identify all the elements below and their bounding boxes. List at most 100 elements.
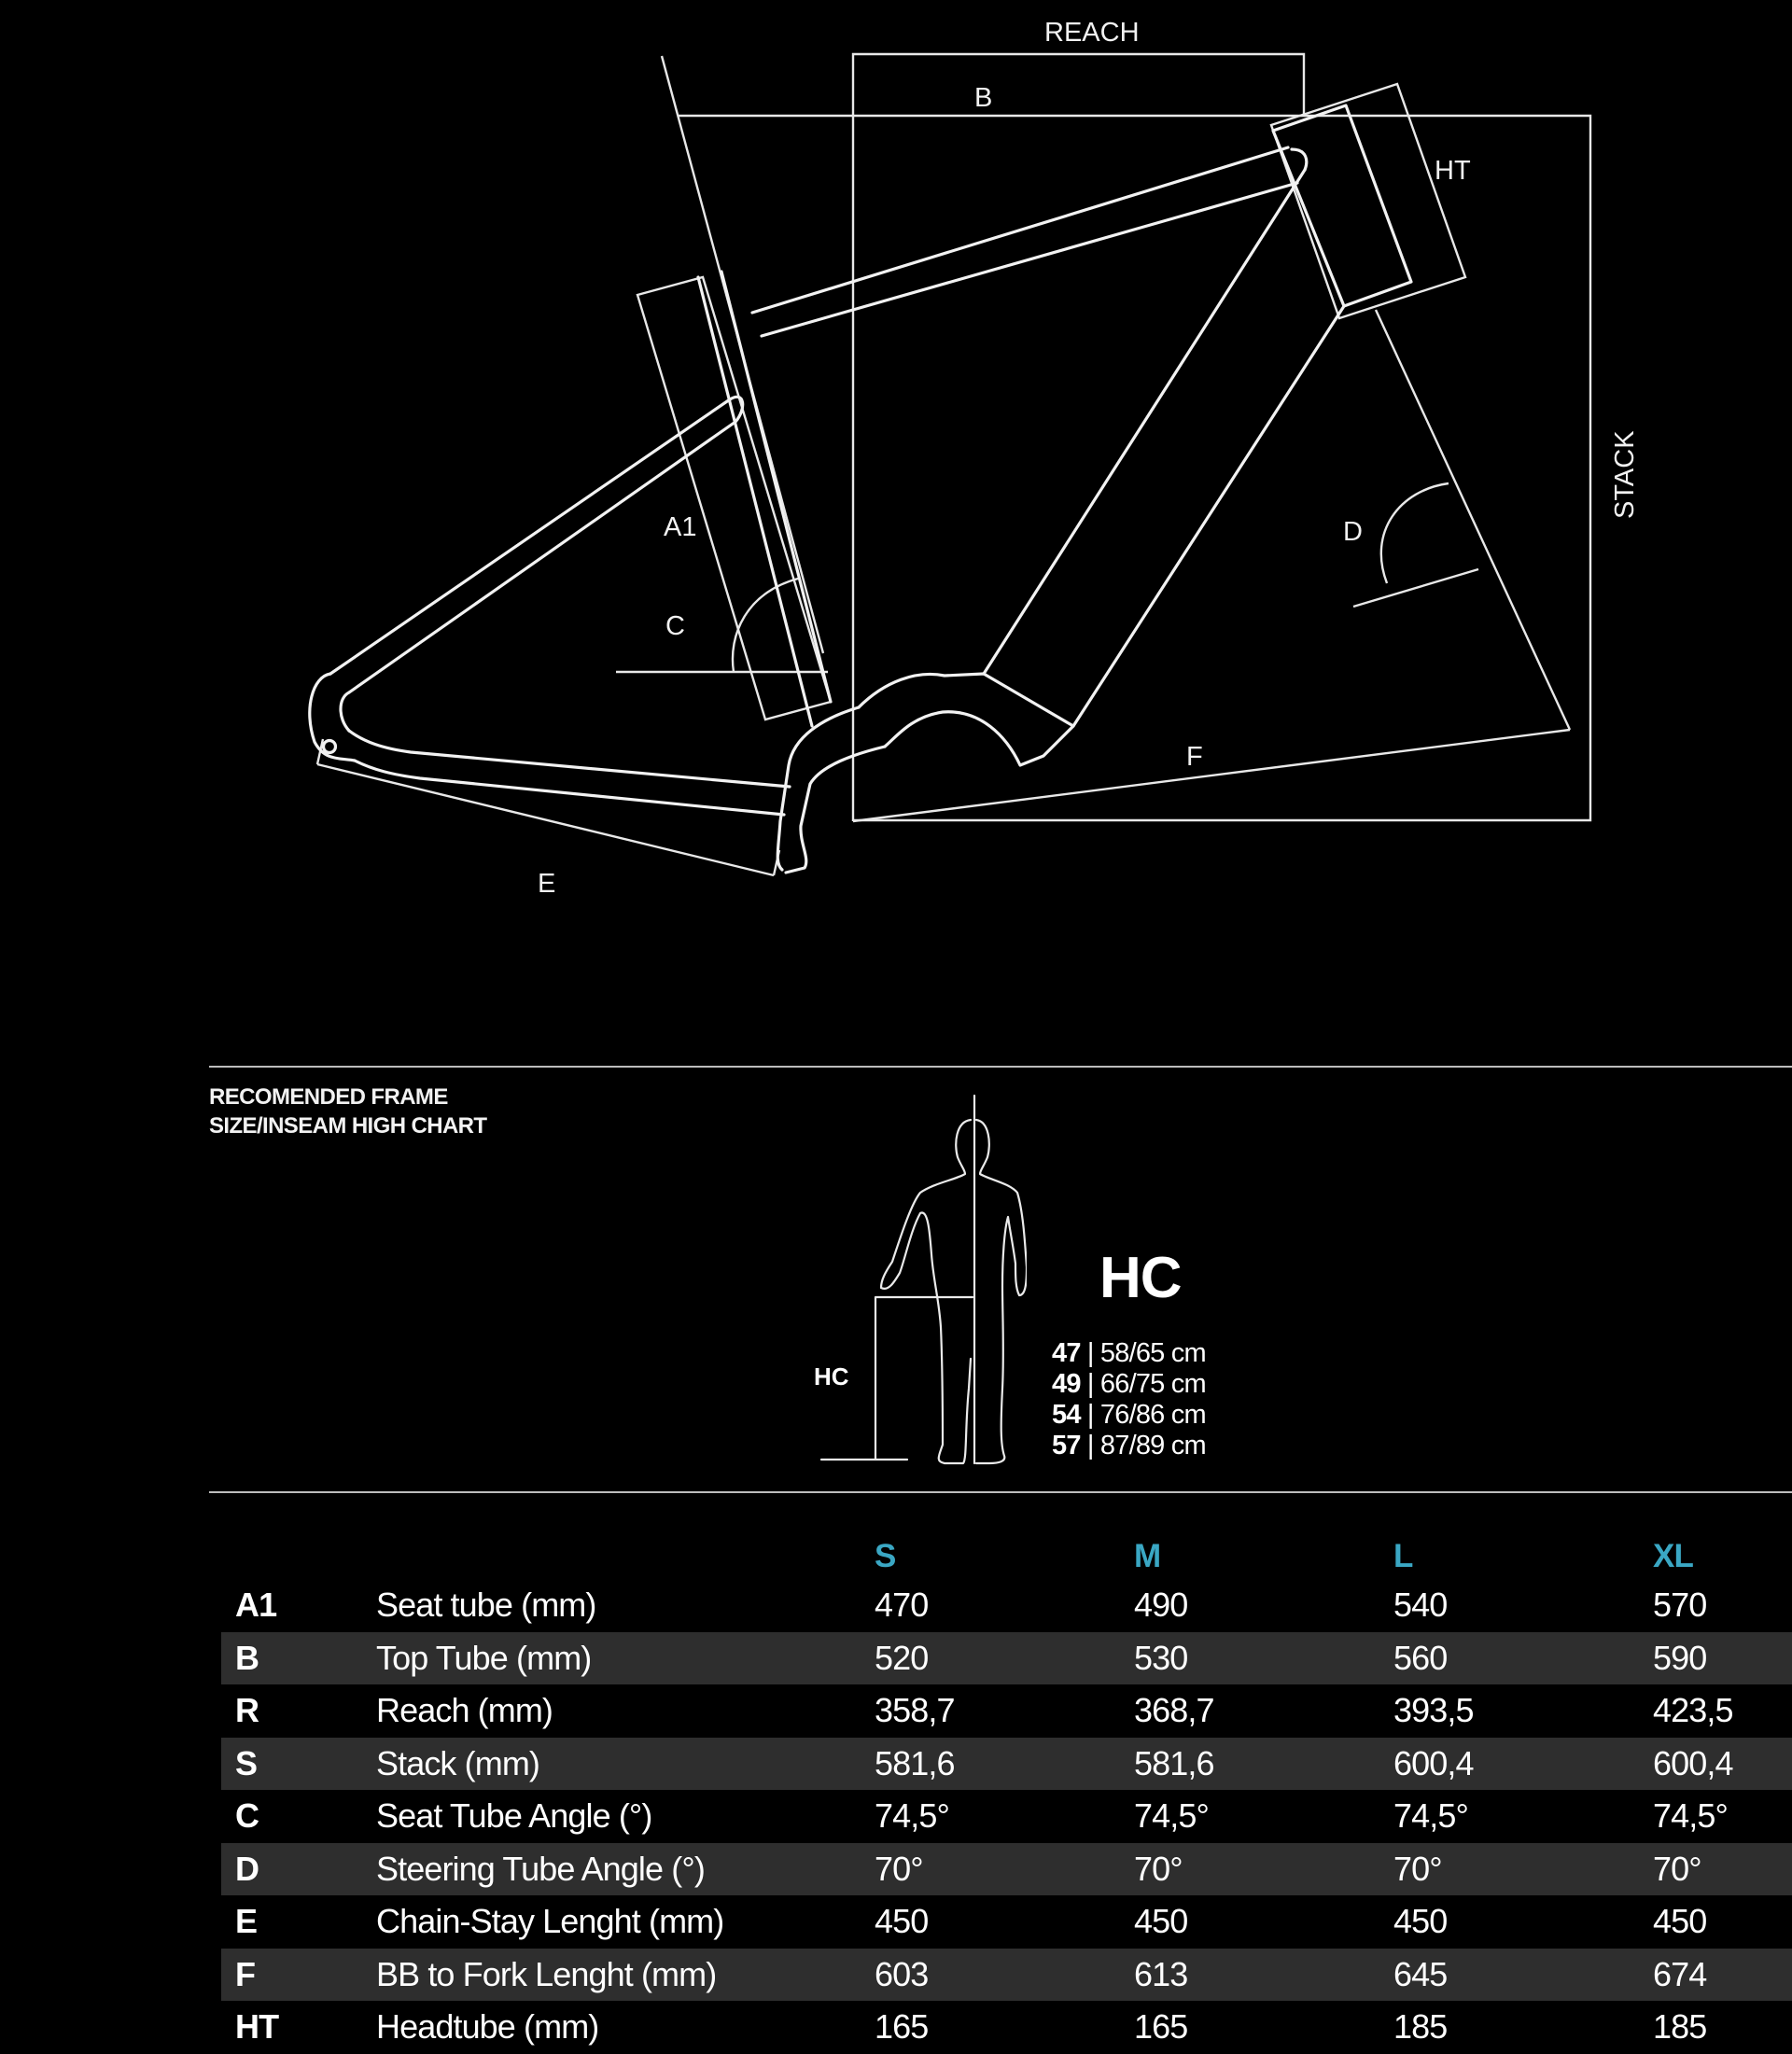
cell-value: 540 (1393, 1586, 1448, 1625)
table-row: B Top Tube (mm) 520 530 560 590 (221, 1631, 1792, 1684)
row-label: Stack (mm) (359, 1737, 858, 1790)
label-reach: REACH (1044, 18, 1140, 48)
inseam-marker (819, 1295, 974, 1461)
dimension-lines (315, 52, 1592, 877)
motor-housing (857, 672, 1075, 767)
inseam-size-list: 47 | 58/65 cm 49 | 66/75 cm 54 | 76/86 c… (1052, 1338, 1207, 1461)
row-code: F (221, 1948, 359, 2001)
inseam-range: | 87/89 cm (1080, 1431, 1207, 1460)
seat-stay (329, 395, 745, 694)
geometry-table: S M L XL A1 Seat tube (mm) 470 490 540 5… (221, 1527, 1792, 2054)
size-list-item: 47 | 58/65 cm (1052, 1338, 1207, 1369)
cell-value: 74,5° (1393, 1796, 1469, 1836)
cell-value: 613 (1117, 1948, 1377, 2001)
cell-value: 450 (1393, 1902, 1448, 1941)
row-code: S (221, 1737, 359, 1790)
cell-value: 581,6 (1117, 1737, 1377, 1790)
cell-value: 70° (1636, 1842, 1792, 1895)
head-tube (1271, 104, 1413, 308)
table-row: E Chain-Stay Lenght (mm) 450 450 450 450 (221, 1895, 1792, 1949)
table-row: D Steering Tube Angle (°) 70° 70° 70° 70… (221, 1842, 1792, 1895)
row-code: R (235, 1691, 259, 1730)
header-empty-code (221, 1527, 359, 1579)
row-code: A1 (235, 1586, 277, 1625)
row-label: Headtube (mm) (376, 2007, 599, 2047)
inseam-range: | 58/65 cm (1080, 1338, 1207, 1368)
column-header-m: M (1134, 1538, 1161, 1574)
column-header-l: L (1393, 1538, 1413, 1574)
cell-value: 423,5 (1653, 1691, 1733, 1730)
head-tube-box (1269, 82, 1467, 320)
label-e: E (538, 869, 555, 899)
rear-axle (321, 738, 338, 755)
label-ht: HT (1435, 156, 1471, 186)
seat-tube (696, 270, 833, 728)
row-label: Reach (mm) (376, 1691, 553, 1730)
cell-value: 74,5° (1134, 1796, 1210, 1836)
row-label: BB to Fork Lenght (mm) (359, 1948, 858, 2001)
size-list-item: 49 | 66/75 cm (1052, 1369, 1207, 1400)
cell-value: 185 (1653, 2007, 1707, 2047)
column-header-s: S (875, 1538, 896, 1574)
frame-size: 49 (1052, 1369, 1081, 1399)
label-d: D (1343, 517, 1363, 547)
rider-silhouette: HC (814, 1094, 1027, 1465)
frame-size: 54 (1052, 1400, 1081, 1430)
cell-value: 165 (1134, 2007, 1188, 2047)
top-tube (750, 146, 1299, 338)
frame-size: 57 (1052, 1431, 1081, 1460)
cell-value: 581,6 (858, 1737, 1117, 1790)
seat-tube-box (636, 275, 833, 721)
cell-value: 450 (1653, 1902, 1707, 1941)
hc-heading: HC (1099, 1246, 1183, 1310)
fork-angle-base (1352, 567, 1479, 608)
cell-value: 600,4 (1377, 1737, 1636, 1790)
cell-value: 74,5° (875, 1796, 950, 1836)
chain-stay (347, 729, 791, 817)
table-row: C Seat Tube Angle (°) 74,5° 74,5° 74,5° … (221, 1790, 1792, 1843)
row-code: C (235, 1796, 259, 1836)
cell-value: 603 (858, 1948, 1117, 2001)
down-tube (982, 168, 1346, 728)
fork-line (1374, 309, 1572, 731)
stack-dimension (679, 114, 1592, 822)
hc-side-label: HC (814, 1362, 849, 1390)
cell-value: 393,5 (1393, 1691, 1474, 1730)
separator-top (209, 1066, 1792, 1068)
row-code: HT (235, 2007, 279, 2047)
row-label: Chain-Stay Lenght (mm) (376, 1902, 724, 1941)
cell-value: 590 (1636, 1631, 1792, 1684)
cell-value: 70° (1117, 1842, 1377, 1895)
cell-value: 165 (875, 2007, 929, 2047)
row-label: Seat tube (mm) (376, 1586, 596, 1625)
table-row: S Stack (mm) 581,6 581,6 600,4 600,4 (221, 1737, 1792, 1790)
table-row: F BB to Fork Lenght (mm) 603 613 645 674 (221, 1948, 1792, 2001)
cell-value: 560 (1377, 1631, 1636, 1684)
label-b: B (974, 83, 992, 113)
row-label: Top Tube (mm) (359, 1631, 858, 1684)
label-a1: A1 (664, 512, 696, 542)
reach-dimension (851, 52, 1306, 821)
label-f: F (1186, 742, 1203, 772)
column-header-xl: XL (1653, 1538, 1694, 1574)
table-header-row: S M L XL (221, 1527, 1792, 1579)
cell-value: 358,7 (875, 1691, 955, 1730)
bb-to-fork-line (852, 728, 1571, 823)
cell-value: 70° (858, 1842, 1117, 1895)
table-row: HT Headtube (mm) 165 165 185 185 (221, 2001, 1792, 2054)
frame-geometry-diagram: REACH B HT STACK A1 C D E F (308, 18, 1640, 899)
cell-value: 600,4 (1636, 1737, 1792, 1790)
frame-size: 47 (1052, 1338, 1081, 1368)
row-code: D (221, 1842, 359, 1895)
cell-value: 450 (875, 1902, 929, 1941)
cell-value: 74,5° (1653, 1796, 1729, 1836)
inseam-range: | 66/75 cm (1080, 1369, 1207, 1399)
size-chart-title: RECOMENDED FRAME SIZE/INSEAM HIGH CHART (209, 1083, 487, 1140)
inseam-range: | 76/86 cm (1080, 1400, 1207, 1430)
cell-value: 530 (1117, 1631, 1377, 1684)
row-label: Steering Tube Angle (°) (359, 1842, 858, 1895)
header-empty-label (359, 1527, 858, 1579)
cell-value: 570 (1653, 1586, 1707, 1625)
table-row: A1 Seat tube (mm) 470 490 540 570 (221, 1579, 1792, 1632)
body-outline (879, 1118, 1027, 1465)
